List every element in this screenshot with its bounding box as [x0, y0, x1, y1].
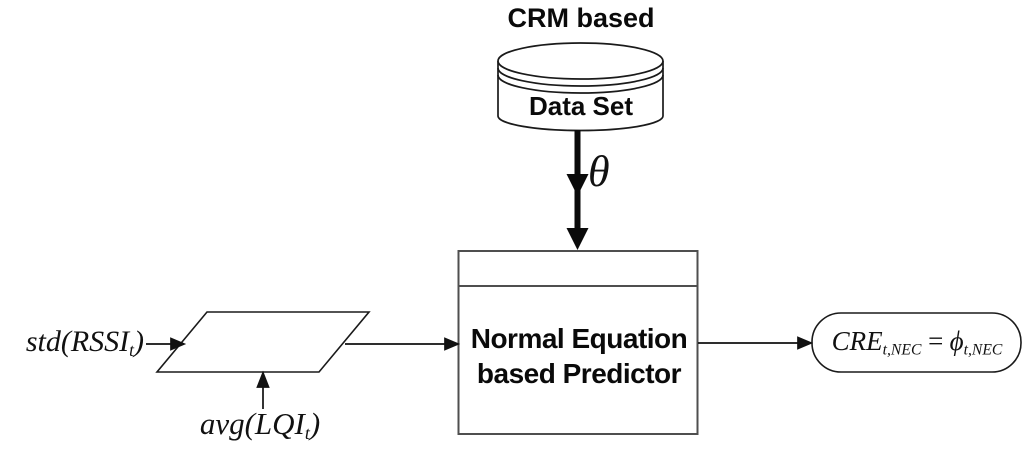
parallelogram-to-predictor-arrow: [345, 337, 461, 351]
equals-sign: =: [926, 326, 945, 356]
output-phi: ϕ: [949, 326, 964, 356]
database-label: Data Set: [528, 91, 634, 121]
cylinder-disk-line-2: [497, 74, 664, 94]
predictor-label-line1: Normal Equation: [470, 323, 688, 354]
predictor-to-output-arrow: [698, 336, 814, 350]
std-func-text: std(RSSI: [25, 325, 130, 358]
database-cylinder: [497, 42, 664, 132]
theta-parameter-label: θ: [588, 147, 610, 196]
avg-func-text: avg(LQI: [199, 406, 305, 441]
predictor-label-line2: based Predictor: [476, 358, 682, 389]
cylinder-top-ellipse: [497, 42, 664, 80]
cylinder-disk-line-1: [497, 67, 664, 87]
std-close-paren: ): [134, 325, 144, 358]
input-parallelogram: [155, 311, 371, 373]
theta-arrow: [566, 130, 589, 250]
avg-subscript: t: [304, 423, 310, 444]
std-subscript: t: [129, 339, 134, 360]
avg-close-paren: ): [309, 406, 321, 441]
output-lhs-subscript: t,NEC: [882, 341, 922, 359]
database-title: CRM based: [507, 3, 655, 33]
theta-arrowhead-mid: [566, 174, 589, 196]
output-lhs: CRE: [831, 326, 883, 356]
input-avg-lqi-label: avg(LQIt): [186, 407, 334, 450]
output-formula-label: CREt,NEC=ϕt,NEC: [814, 313, 1020, 372]
avg-input-arrow: [256, 370, 270, 409]
predictor-label: Normal Equation based Predictor: [460, 321, 698, 391]
theta-arrowhead-end: [566, 228, 589, 250]
predictor-box: [457, 250, 699, 435]
output-rhs-subscript: t,NEC: [963, 341, 1003, 359]
input-std-rssi-label: std(RSSIt): [2, 326, 144, 366]
output-stadium: [811, 312, 1022, 373]
std-input-arrow: [146, 337, 187, 351]
